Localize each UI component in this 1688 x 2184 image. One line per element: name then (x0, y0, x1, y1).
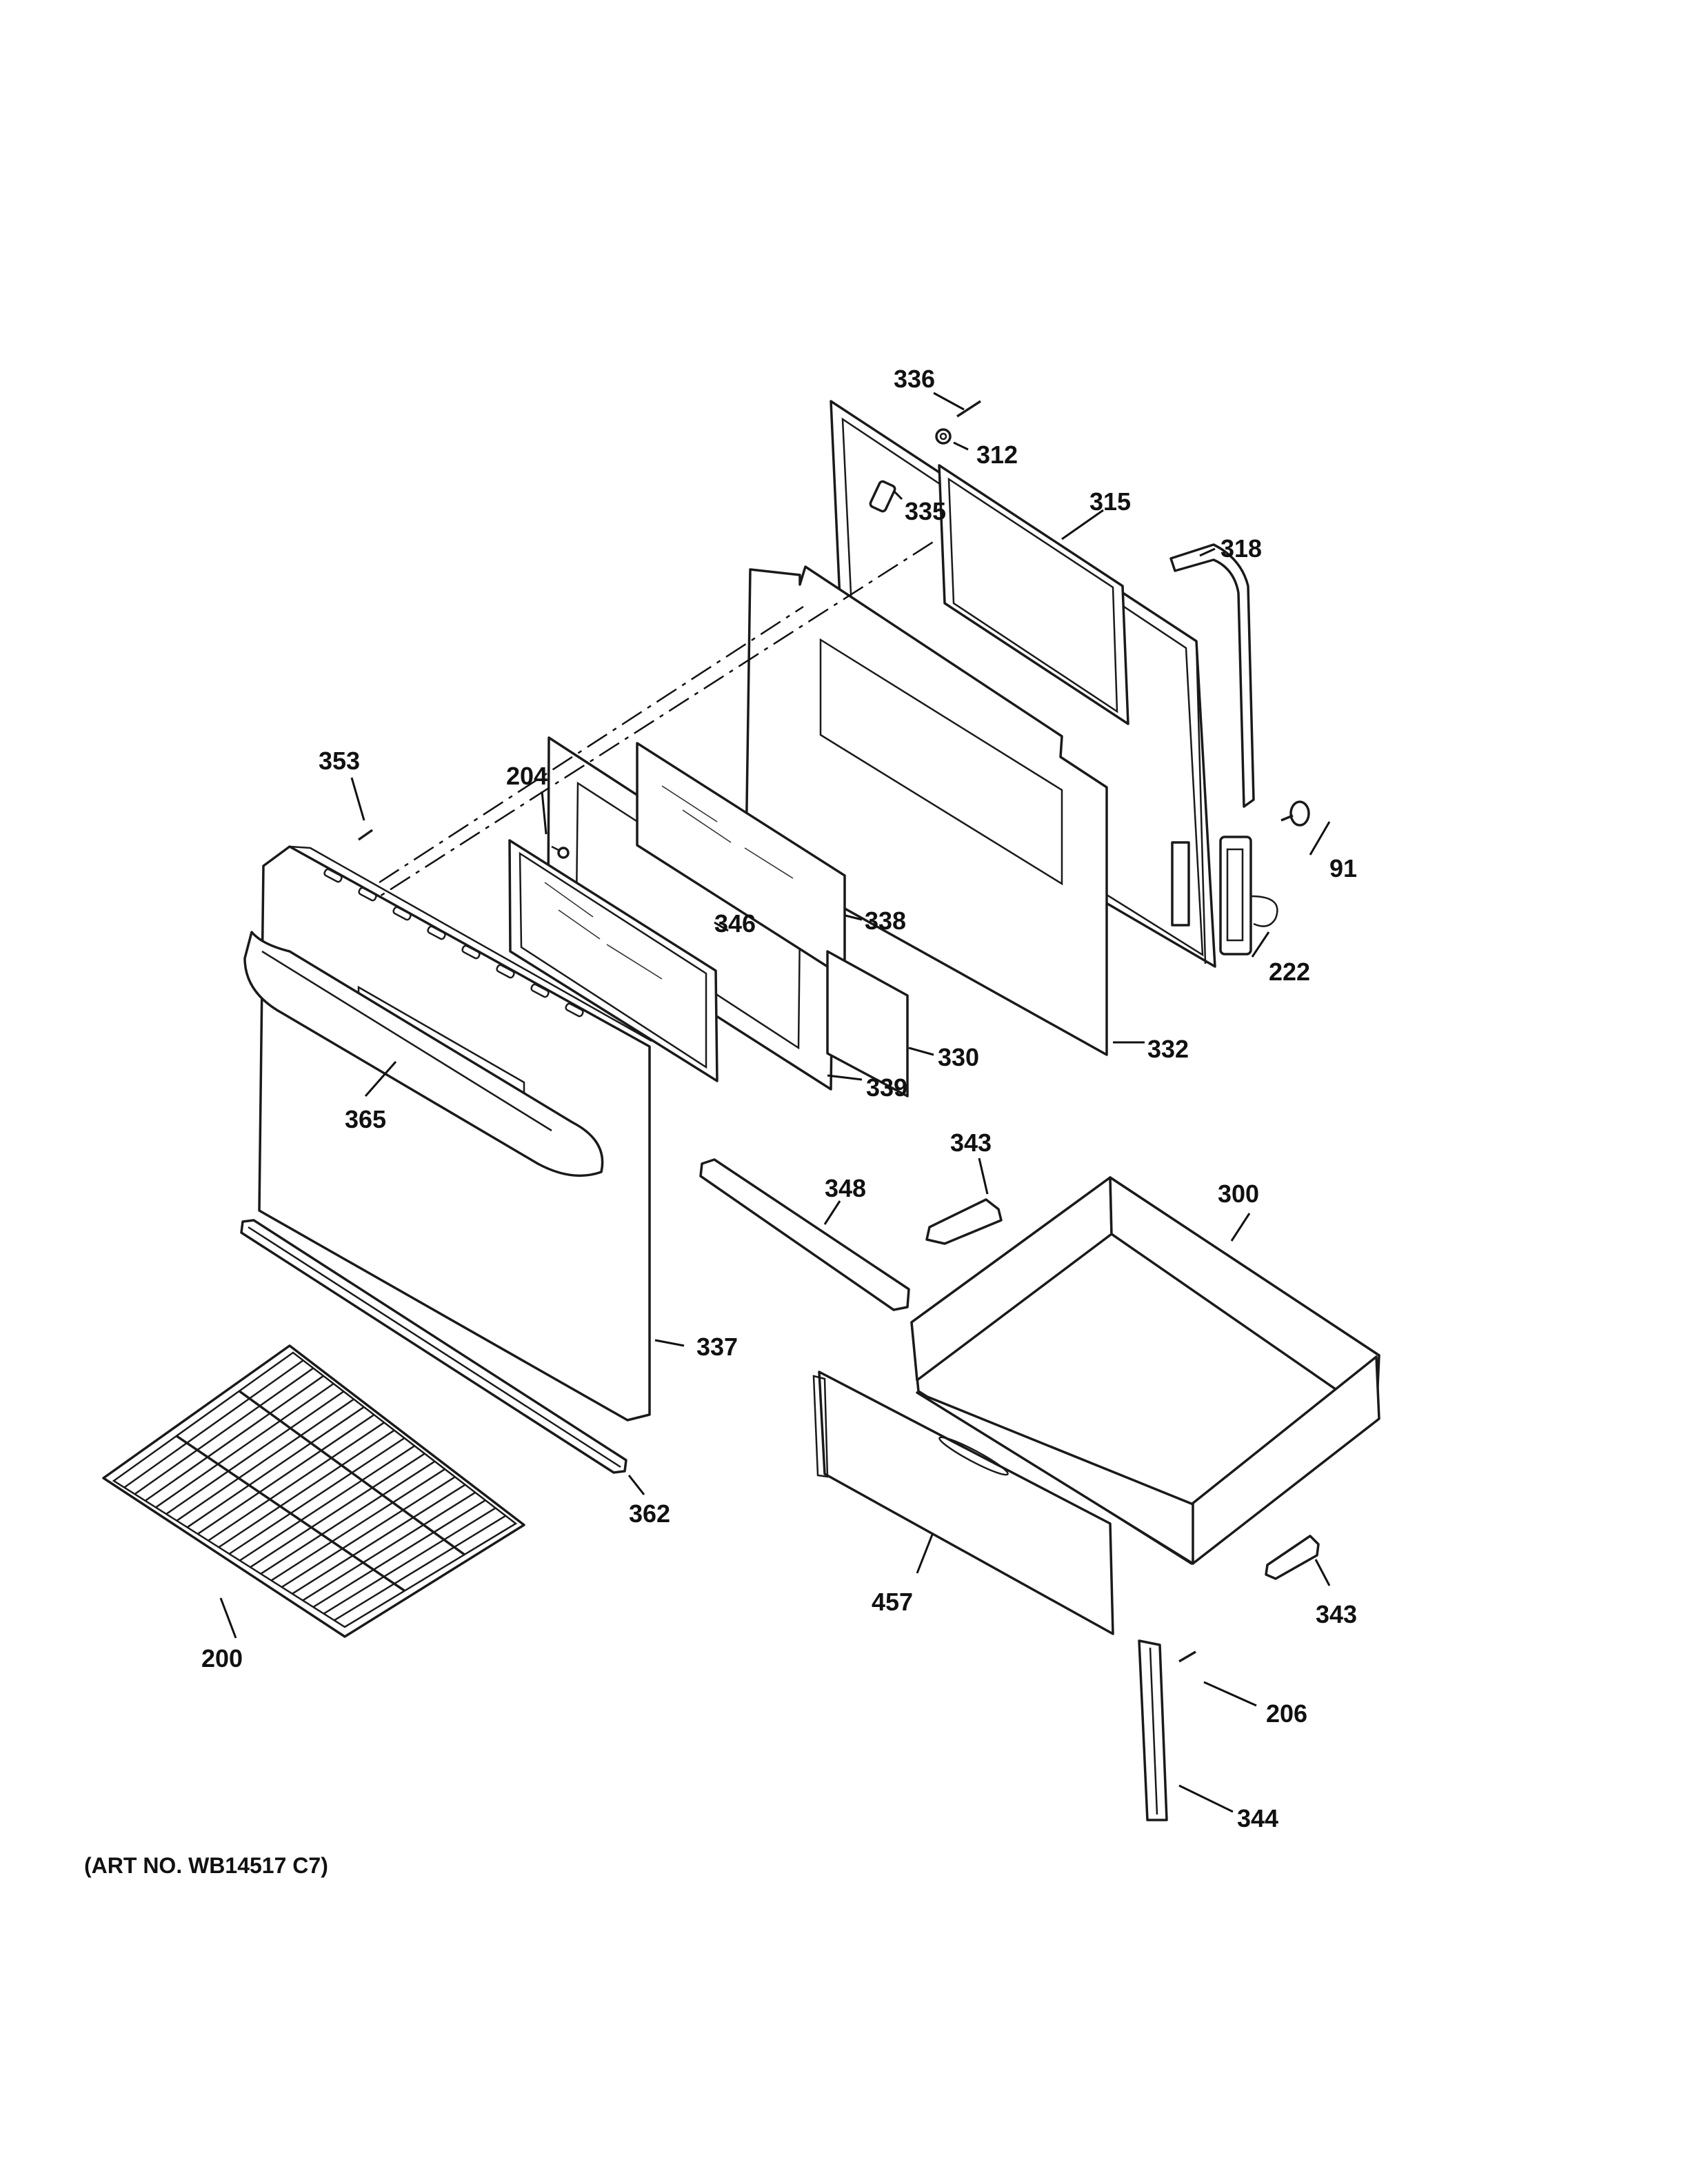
callout-339: 339 (866, 1073, 907, 1102)
rack-wire (176, 1398, 354, 1521)
callout-91: 91 (1329, 854, 1357, 882)
rack-cross-bar (238, 1390, 465, 1556)
rack-wire (134, 1367, 314, 1495)
art-number-caption: (ART NO. WB14517 C7) (84, 1853, 328, 1878)
rack-wire (281, 1476, 456, 1588)
rack-cross-bar (176, 1435, 405, 1592)
door-liner-panel (745, 565, 1108, 1056)
door-washer (935, 428, 952, 445)
glass-pack-330 (826, 950, 909, 1098)
callout-343-upper: 343 (950, 1129, 992, 1157)
rack-wire (197, 1414, 375, 1535)
rack-wire (123, 1359, 304, 1488)
door-hanger-bracket (869, 480, 896, 513)
rack-wire (270, 1468, 445, 1581)
rack-wire (292, 1484, 466, 1595)
callout-315: 315 (1089, 487, 1131, 516)
callout-362: 362 (629, 1499, 670, 1528)
callout-labels: 336 312 335 315 318 353 204 91 346 338 2… (201, 365, 1357, 1832)
door-hinge (1171, 836, 1278, 956)
callout-353: 353 (319, 747, 360, 775)
rack-wire (208, 1422, 385, 1541)
callout-318: 318 (1220, 534, 1262, 563)
side-bracket-screw (1178, 1650, 1196, 1663)
door-screw (956, 400, 981, 418)
drawer-front-panel (812, 1371, 1114, 1635)
callout-204: 204 (506, 762, 547, 790)
glass-346 (508, 839, 719, 1082)
door-vent-slots (323, 868, 584, 1018)
callout-346: 346 (714, 909, 756, 938)
callout-336: 336 (894, 365, 935, 393)
rack-wire (250, 1453, 425, 1568)
leader-lines (219, 392, 1331, 1813)
callout-344: 344 (1237, 1804, 1278, 1832)
rack-wire (260, 1460, 436, 1575)
assembly-line (379, 605, 804, 884)
rack-wire (186, 1406, 365, 1528)
rack-wire (165, 1391, 345, 1515)
rack-wire (302, 1491, 476, 1601)
callout-206: 206 (1266, 1699, 1307, 1728)
callout-343-lower: 343 (1316, 1600, 1357, 1628)
door-screw-353 (357, 829, 374, 841)
callout-365: 365 (345, 1105, 386, 1133)
callout-457: 457 (872, 1588, 913, 1616)
side-bracket (1138, 1639, 1168, 1821)
drawer-rail (699, 1158, 910, 1311)
door-handle (243, 931, 604, 1177)
callout-335: 335 (905, 497, 946, 525)
rack-wire (312, 1499, 486, 1608)
drawer-glide-lower (1265, 1535, 1320, 1580)
callout-330: 330 (938, 1043, 979, 1071)
door-trim-strip (240, 1219, 627, 1474)
drawer-glide-upper (925, 1198, 1003, 1245)
oven-rack (102, 1344, 525, 1638)
callout-312: 312 (976, 441, 1018, 469)
rack-wire (239, 1445, 415, 1561)
assembly-line (320, 540, 935, 936)
door-gasket (1169, 543, 1255, 808)
rack-wire (155, 1383, 334, 1508)
callout-332: 332 (1147, 1035, 1189, 1063)
callout-300: 300 (1218, 1180, 1259, 1208)
inner-door-panel (830, 400, 1216, 968)
callout-338: 338 (865, 907, 906, 935)
rack-wire (144, 1375, 324, 1502)
callout-337: 337 (696, 1333, 738, 1361)
callout-200: 200 (201, 1644, 243, 1672)
rack-wire (334, 1515, 506, 1621)
rack-wire (218, 1429, 395, 1548)
hinge-screw (1280, 800, 1310, 827)
glass-screw (551, 845, 570, 859)
callout-222: 222 (1269, 958, 1310, 986)
rack-wire (228, 1437, 405, 1555)
callout-348: 348 (825, 1174, 866, 1202)
rack-wire (323, 1507, 496, 1615)
storage-drawer (910, 1176, 1380, 1565)
